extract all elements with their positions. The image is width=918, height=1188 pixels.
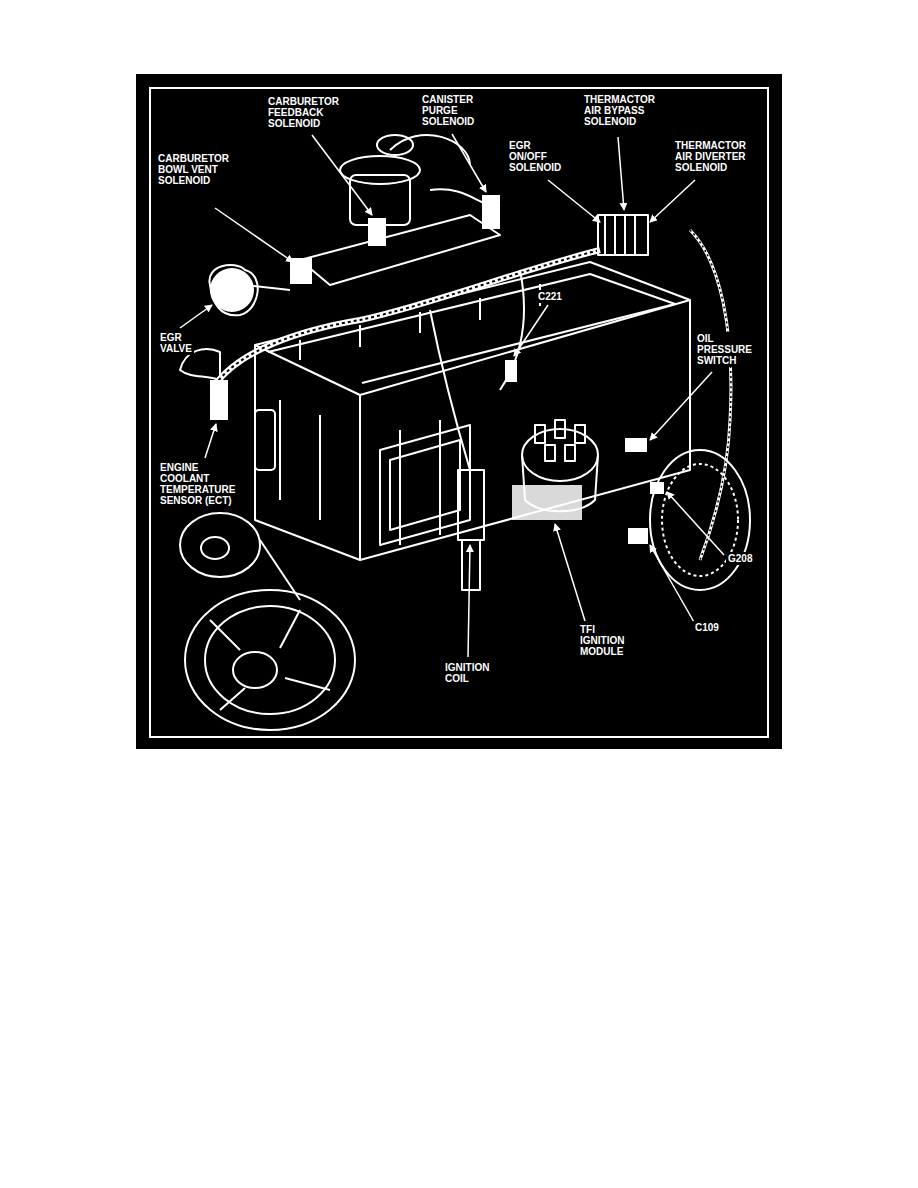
- callout-label: TFI IGNITION MODULE: [578, 623, 626, 658]
- callout-label: C221: [536, 290, 564, 303]
- callout-label: EGR VALVE: [158, 331, 194, 355]
- callout-label: C109: [693, 621, 721, 634]
- callout-label: IGNITION COIL: [443, 661, 491, 685]
- callout-label: CARBURETOR BOWL VENT SOLENOID: [156, 152, 231, 187]
- callout-label: CANISTER PURGE SOLENOID: [420, 93, 476, 128]
- callout-label: G208: [726, 552, 754, 565]
- callout-label: EGR ON/OFF SOLENOID: [507, 139, 563, 174]
- callout-label: THERMACTOR AIR BYPASS SOLENOID: [582, 93, 666, 128]
- callout-label: THERMACTOR AIR DIVERTER SOLENOID: [673, 139, 759, 174]
- callout-label: OIL PRESSURE SWITCH: [695, 332, 754, 367]
- callout-label: ENGINE COOLANT TEMPERATURE SENSOR (ECT): [158, 461, 237, 507]
- callout-label: CARBURETOR FEEDBACK SOLENOID: [266, 95, 341, 130]
